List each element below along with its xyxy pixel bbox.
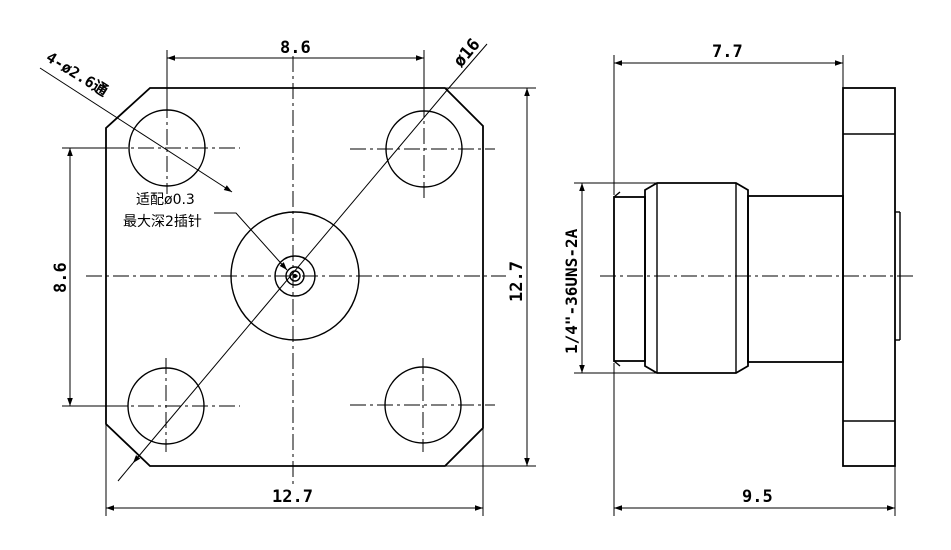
front-lip <box>613 196 646 362</box>
hole-centerlines <box>111 101 495 452</box>
flange-plate <box>842 87 896 467</box>
side-top-dim-label: 7.7 <box>712 42 743 62</box>
side-bottom-dim-label: 9.5 <box>742 487 773 507</box>
top-dim-label: 8.6 <box>280 38 311 58</box>
thread-section <box>644 182 749 374</box>
right-dim-label: 12.7 <box>507 261 527 302</box>
side-view: 7.7 9.5 1/4"-36UNS-2A <box>562 42 915 516</box>
diameter-16-leader <box>447 43 488 90</box>
front-view: ø16 4-ø2.6通 8.6 8.6 12.7 12.7 适配ø0.3 <box>39 35 536 516</box>
diameter-16-line <box>132 88 449 464</box>
diameter-16-label: ø16 <box>450 35 485 71</box>
note-leader <box>214 212 288 271</box>
bottom-dim-label: 12.7 <box>272 487 313 507</box>
holes-leader <box>39 67 233 193</box>
diameter-16-tail <box>117 462 134 482</box>
left-dim-label: 8.6 <box>51 262 71 293</box>
thread-dim-label: 1/4"-36UNS-2A <box>562 228 581 354</box>
front-lip-chamfer-bottom <box>613 360 621 367</box>
body-section <box>747 195 844 363</box>
note-line1: 适配ø0.3 <box>136 192 195 208</box>
front-lip-chamfer-top <box>613 191 621 198</box>
note-line2: 最大深2插针 <box>123 214 202 230</box>
